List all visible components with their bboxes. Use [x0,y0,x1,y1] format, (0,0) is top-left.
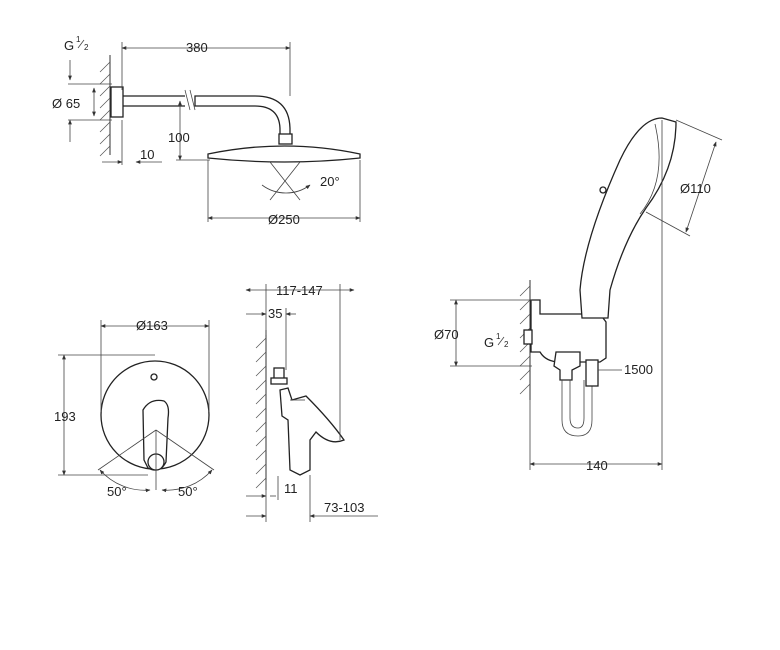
hand-head-diameter-label: Ø110 [680,181,711,196]
hose-connector [553,351,581,381]
arm-length-label: 380 [186,40,208,55]
overhead-shower-head [207,145,361,163]
thread-label-overhead: G 1 2 [64,35,89,53]
svg-text:G: G [484,335,494,350]
hand-shower-body [579,117,677,319]
mixer-indicator [150,373,158,381]
wall-flange [110,86,124,118]
depth-range-label: 117-147 [276,283,323,298]
projection-label: 140 [586,458,608,473]
shower-arm-bend [194,95,291,143]
projection-range-label: 73-103 [324,500,364,515]
height-label: 100 [168,130,190,145]
flange-diameter-label: Ø 65 [52,96,80,111]
hose [561,380,593,437]
svg-text:G: G [64,38,74,53]
svg-text:2: 2 [504,340,509,349]
plate-diameter-label: Ø163 [136,318,168,333]
shower-handle-base [585,359,599,387]
svg-text:1: 1 [76,35,81,44]
angle-right-label: 50° [178,484,198,499]
depth-handle-label: 11 [284,481,298,496]
tilt-angle-label: 20° [320,174,340,189]
overhead-shower-view: G 1 2 380 Ø 65 100 10 20° Ø250 [52,35,361,227]
outlet-diameter-label: Ø70 [434,327,459,342]
wall-hatch-mixer [255,330,267,490]
svg-text:1: 1 [496,332,501,341]
svg-text:2: 2 [84,43,89,52]
ball-joint [278,133,293,145]
hose-length-label: 1500 [624,362,653,377]
mixer-height-label: 193 [54,409,76,424]
shower-arm [123,95,185,107]
head-diameter-label: Ø250 [268,212,300,227]
depth-body-label: 35 [268,306,282,321]
wall-offset-label: 10 [140,147,154,162]
mixer-body-side [279,387,345,476]
wall-hatch-overhead [99,55,111,157]
hand-shower-view: Ø110 Ø70 G 1 2 1500 140 [434,117,723,473]
mixer-side-view: 117-147 35 11 73-103 [245,283,378,522]
mixer-front-view: 50° 50° Ø163 193 [54,318,215,499]
angle-left-label: 50° [107,484,127,499]
thread-label-hand: G 1 2 [484,332,509,350]
